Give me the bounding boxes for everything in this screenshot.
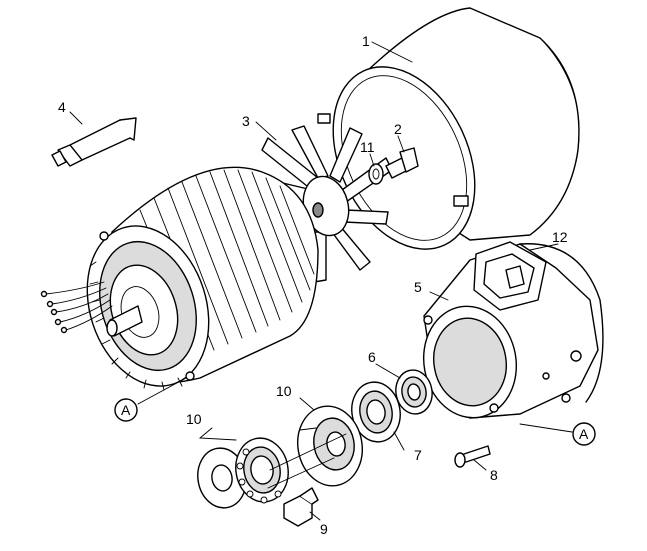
callout-labels: 1 2 3 4 5 6 7 8 9 10 10 11 12 — [58, 33, 568, 537]
connector-a-left-label: A — [121, 402, 131, 418]
callout-3: 3 — [242, 113, 250, 129]
callout-7: 7 — [414, 447, 422, 463]
motor-wires — [40, 281, 113, 334]
callout-10-upper: 10 — [276, 383, 292, 399]
bolt-9 — [283, 487, 319, 527]
motor-stator — [86, 166, 319, 391]
connector-a-right-label: A — [579, 426, 589, 442]
grease-tube — [51, 117, 137, 167]
ball-bearing — [351, 381, 401, 443]
motor-cover — [317, 7, 580, 250]
callout-9: 9 — [320, 521, 328, 537]
bearing-cap — [297, 405, 363, 487]
callout-11: 11 — [360, 139, 375, 155]
callout-5: 5 — [414, 279, 422, 295]
callout-10-lower: 10 — [186, 411, 202, 427]
needle-bearing — [235, 437, 289, 504]
screw-8 — [454, 445, 491, 468]
end-shield-housing — [422, 241, 599, 419]
callout-12: 12 — [552, 229, 568, 245]
gasket-ring — [519, 243, 604, 403]
callout-4: 4 — [58, 99, 66, 115]
connector-a-left: A — [114, 398, 138, 422]
callout-1: 1 — [362, 33, 370, 49]
screw-and-washer — [368, 147, 419, 185]
shaft-seal — [395, 369, 433, 415]
thrust-washer — [197, 447, 247, 509]
leader-lines — [69, 41, 573, 521]
callout-6: 6 — [368, 349, 376, 365]
connector-a-right: A — [572, 422, 596, 446]
callout-8: 8 — [490, 467, 498, 483]
callout-2: 2 — [394, 121, 402, 137]
